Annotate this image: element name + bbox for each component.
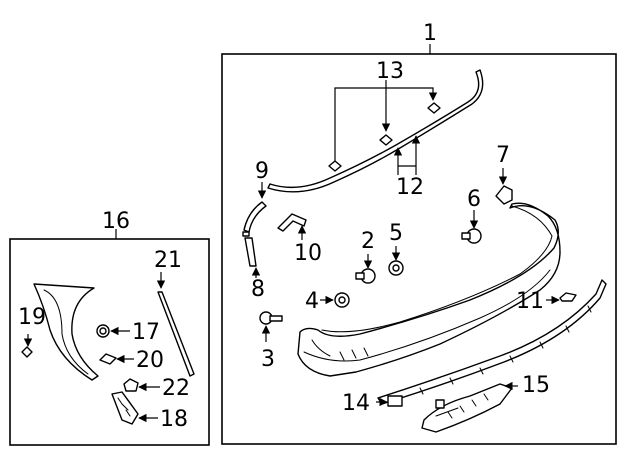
side-garnish-part-16	[33, 283, 99, 381]
callout-14: 14	[342, 391, 370, 416]
callout-8: 8	[251, 277, 265, 302]
callout-2: 2	[361, 229, 375, 254]
upper-trim-strip	[267, 69, 484, 193]
callout-22: 22	[162, 376, 190, 401]
hose-part-9	[242, 182, 267, 237]
callout-15: 15	[522, 373, 550, 398]
bolt-part-6	[461, 210, 482, 244]
connector-part-14	[376, 395, 403, 407]
lower-molding-strip	[377, 279, 607, 405]
callout-20: 20	[136, 348, 164, 373]
pad-part-20	[99, 353, 134, 365]
callout-17: 17	[132, 320, 160, 345]
clip-13a	[328, 160, 342, 172]
cap-part-7	[495, 168, 513, 205]
callout-12: 12	[396, 175, 424, 200]
clip-part-11	[546, 292, 577, 305]
connector-part-8	[244, 237, 261, 278]
leaders-12	[393, 135, 421, 175]
callout-3: 3	[261, 347, 275, 372]
clip-13b	[379, 134, 393, 146]
bracket-part-10	[277, 213, 307, 240]
grommet-part-17	[96, 324, 130, 338]
clip-13c	[427, 102, 441, 114]
callout-11: 11	[516, 289, 544, 314]
callout-5: 5	[389, 221, 403, 246]
clip-part-19	[21, 346, 33, 358]
seal-strip-part-21	[156, 272, 195, 377]
callout-13: 13	[376, 59, 404, 84]
stop-lamp-part-15	[421, 381, 518, 433]
rear-spoiler-body	[297, 202, 561, 377]
callout-10: 10	[294, 241, 322, 266]
nut-part-4	[320, 292, 350, 308]
callout-7: 7	[496, 143, 510, 168]
callout-19: 19	[18, 305, 46, 330]
callout-1: 1	[423, 21, 437, 46]
callout-6: 6	[467, 187, 481, 212]
callout-21: 21	[154, 248, 182, 273]
callout-9: 9	[255, 159, 269, 184]
callout-4: 4	[305, 289, 319, 314]
grommet-part-5	[388, 246, 404, 276]
leaders-13	[334, 80, 438, 162]
clip-part-22	[123, 378, 160, 392]
callout-18: 18	[160, 407, 188, 432]
bolt-part-3	[259, 311, 283, 342]
callout-16: 16	[102, 209, 130, 234]
side-trim-assembly-frame	[9, 238, 210, 446]
spoiler-assembly-frame	[221, 53, 617, 445]
bolt-part-2	[355, 254, 376, 284]
lamp-part-18	[111, 391, 158, 425]
